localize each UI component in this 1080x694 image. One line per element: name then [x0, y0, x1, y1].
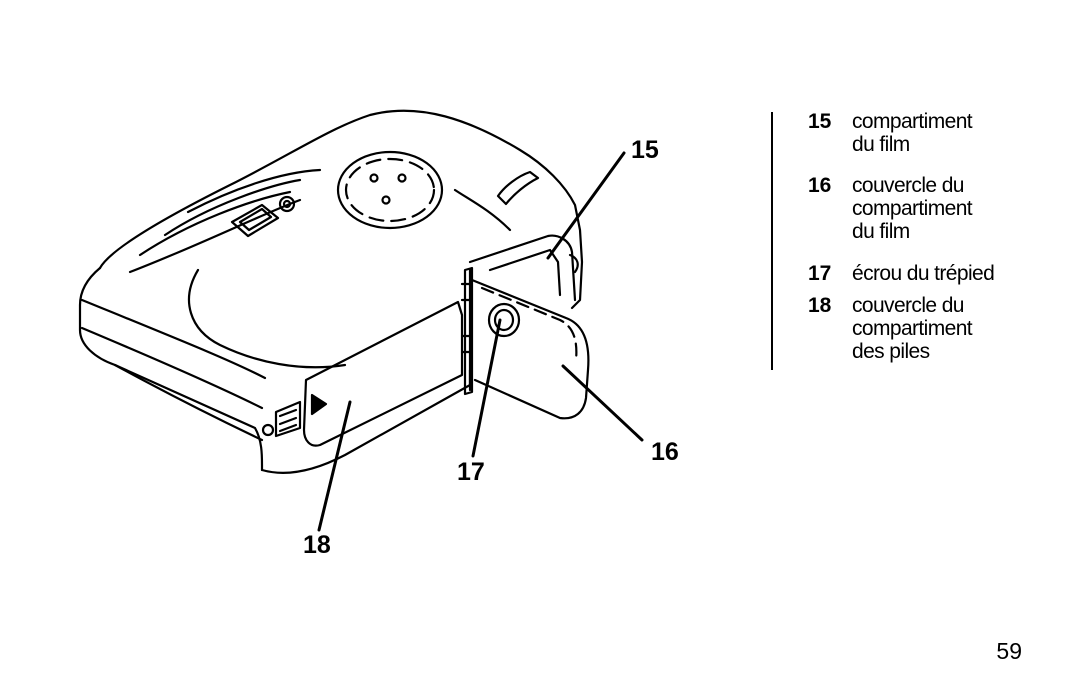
callout-16: 16: [651, 438, 679, 466]
top-dial: [336, 150, 444, 230]
callout-15: 15: [631, 136, 659, 164]
legend-number: 18: [808, 294, 832, 317]
legend-label: couvercle du compartiment des piles: [852, 294, 973, 363]
film-door: [460, 266, 590, 420]
legend-label: couvercle du compartiment du film: [852, 174, 973, 243]
leader-lines: [317, 151, 644, 532]
front-panel-curve: [187, 188, 512, 369]
legend-number: 17: [808, 262, 832, 285]
legend-item-18: 18 couvercle du compartiment des piles: [808, 294, 973, 363]
legend-item-15: 15 compartiment du film: [808, 110, 973, 156]
legend-label: compartiment du film: [852, 110, 973, 156]
legend-number: 15: [808, 110, 832, 133]
callout-18: 18: [303, 531, 331, 559]
legend-item-16: 16 couvercle du compartiment du film: [808, 174, 973, 243]
page-number: 59: [996, 638, 1022, 664]
viewfinder: [230, 195, 296, 238]
tripod-nut: [487, 302, 521, 338]
callout-17: 17: [457, 458, 485, 486]
battery-door: [261, 300, 464, 447]
camera-body: [78, 109, 584, 474]
legend-label: écrou du trépied: [852, 262, 995, 285]
strap-loop: [496, 170, 540, 206]
legend-divider: [771, 112, 773, 370]
legend-number: 16: [808, 174, 832, 197]
legend-item-17: 17 écrou du trépied: [808, 262, 995, 285]
